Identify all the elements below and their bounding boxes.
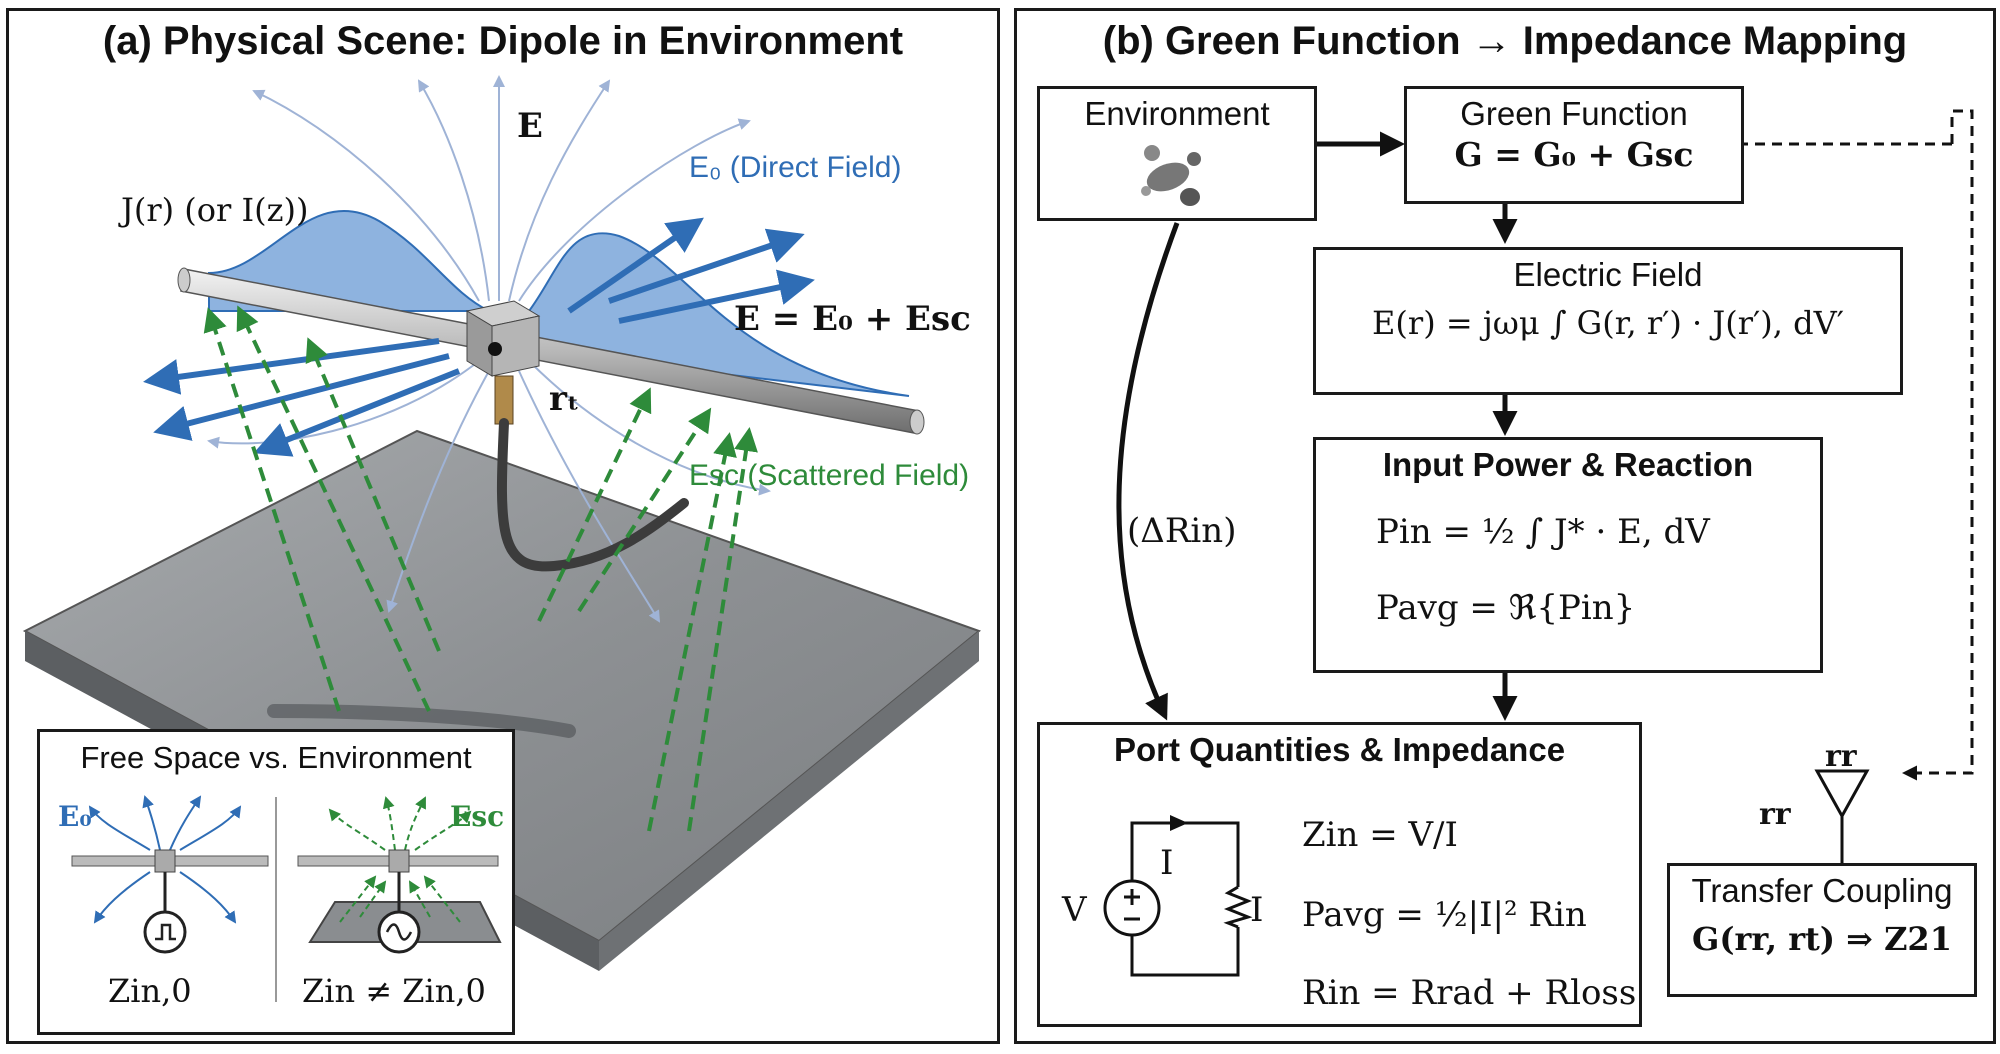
field-label-e: E bbox=[517, 106, 543, 146]
current-lobe-left bbox=[208, 209, 490, 312]
input-power-box: Input Power & Reaction Pin = ½ ∫ J* · E,… bbox=[1313, 437, 1823, 673]
current-arrow-icon bbox=[1170, 815, 1188, 831]
comparison-inset: Free Space vs. Environment bbox=[37, 729, 515, 1035]
green-function-equation: G = G₀ + Gsc bbox=[1454, 135, 1694, 174]
circuit-voltage-label: V bbox=[1062, 890, 1087, 930]
transfer-coupling-equation: G(rr, rt) ⇒ Z21 bbox=[1692, 920, 1952, 958]
receive-antenna-icon bbox=[1814, 769, 1870, 863]
feed-cube bbox=[465, 300, 541, 377]
environment-label: Environment bbox=[1084, 95, 1270, 132]
circuit-current-side-label: I bbox=[1250, 890, 1264, 930]
port-circuit bbox=[1103, 815, 1253, 977]
inset-environment-impedance: Zin ≠ Zin,0 bbox=[302, 972, 486, 1010]
electric-field-equation: E(r) = jωμ ∫ G(r, r′) · J(r′), dV′ bbox=[1372, 304, 1844, 342]
input-impedance-equation: Zin = V/I bbox=[1302, 815, 1458, 855]
green-function-label: Green Function bbox=[1460, 95, 1688, 132]
panel-a-title: (a) Physical Scene: Dipole in Environmen… bbox=[102, 19, 904, 63]
panel-b-title: (b) Green Function → Impedance Mapping bbox=[1102, 19, 1908, 63]
pulse-source-icon bbox=[143, 910, 187, 954]
delta-r-label: (ΔRin) bbox=[1127, 511, 1237, 551]
input-resistance-equation: Rin = Rrad + Rloss bbox=[1302, 973, 1637, 1013]
receiver-position-label-top: rr bbox=[1825, 739, 1857, 774]
coax-connector bbox=[494, 375, 514, 425]
panel-b: (b) Green Function → Impedance Mapping E… bbox=[1014, 8, 1996, 1044]
coax-cable bbox=[497, 418, 689, 572]
port-quantities-box: Port Quantities & Impedance V I I Zin = … bbox=[1037, 722, 1642, 1027]
input-power-label: Input Power & Reaction bbox=[1382, 446, 1754, 483]
voltage-source-icon bbox=[1103, 879, 1161, 937]
panel-a: (a) Physical Scene: Dipole in Environmen… bbox=[6, 8, 1000, 1044]
green-function-box: Green Function G = G₀ + Gsc bbox=[1404, 86, 1744, 204]
total-field-equation: E = E₀ + Esc bbox=[734, 299, 971, 339]
flow-connectors bbox=[1116, 109, 1974, 863]
port-quantities-label: Port Quantities & Impedance bbox=[1113, 731, 1566, 768]
transfer-coupling-label: Transfer Coupling bbox=[1691, 872, 1953, 909]
receiver-position-label-left: rr bbox=[1759, 797, 1791, 832]
direct-field-label: E₀ (Direct Field) bbox=[689, 151, 902, 184]
environment-box: Environment bbox=[1037, 86, 1317, 221]
position-label-rt: rₜ bbox=[549, 379, 580, 419]
inset-e0-label: E₀ bbox=[58, 800, 92, 833]
circuit-current-top-label: I bbox=[1160, 843, 1174, 883]
scatterer-icon bbox=[1141, 145, 1201, 206]
scattered-field-label: Esc (Scattered Field) bbox=[689, 459, 970, 492]
inset-title: Free Space vs. Environment bbox=[80, 740, 472, 775]
inset-diagram bbox=[71, 795, 502, 1002]
inset-free-space-impedance: Zin,0 bbox=[108, 972, 192, 1010]
transfer-coupling-box: Transfer Coupling G(rr, rt) ⇒ Z21 bbox=[1667, 863, 1977, 997]
electric-field-label: Electric Field bbox=[1513, 256, 1703, 293]
current-label: J(r) (or I(z)) bbox=[121, 191, 309, 229]
input-power-equation: Pin = ½ ∫ J* · E, dV bbox=[1376, 512, 1710, 552]
average-power-equation: Pavg = ℜ{Pin} bbox=[1376, 588, 1636, 628]
inset-esc-label: Esc bbox=[450, 800, 505, 833]
electric-field-box: Electric Field E(r) = jωμ ∫ G(r, r′) · J… bbox=[1313, 247, 1903, 395]
port-power-equation: Pavg = ½|I|² Rin bbox=[1302, 895, 1587, 935]
